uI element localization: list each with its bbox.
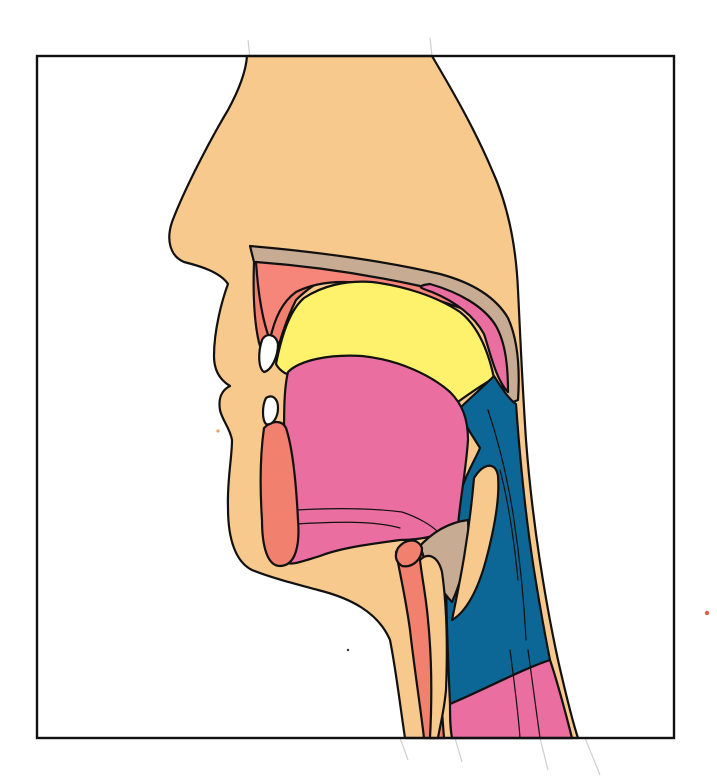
tongue-muscle-line — [295, 508, 439, 533]
pharynx-contour-line — [499, 469, 519, 581]
lower-tooth — [261, 395, 280, 426]
pharynx-contour-line — [487, 409, 527, 641]
soft-palate — [419, 282, 510, 394]
tongue-muscle-line — [293, 521, 401, 529]
epiglottis-flap — [450, 464, 500, 622]
lower-lip — [259, 420, 300, 568]
frame-border-icon — [35, 54, 676, 740]
upper-tooth — [258, 334, 280, 374]
stray-marks — [216, 37, 710, 776]
esophagus-contour-line — [527, 649, 541, 739]
esophagus — [448, 658, 574, 740]
pharynx — [444, 374, 552, 706]
larynx-inner-fold — [418, 554, 448, 740]
hyoid-cartilage — [394, 539, 424, 568]
esophagus-contour-line — [509, 649, 521, 739]
